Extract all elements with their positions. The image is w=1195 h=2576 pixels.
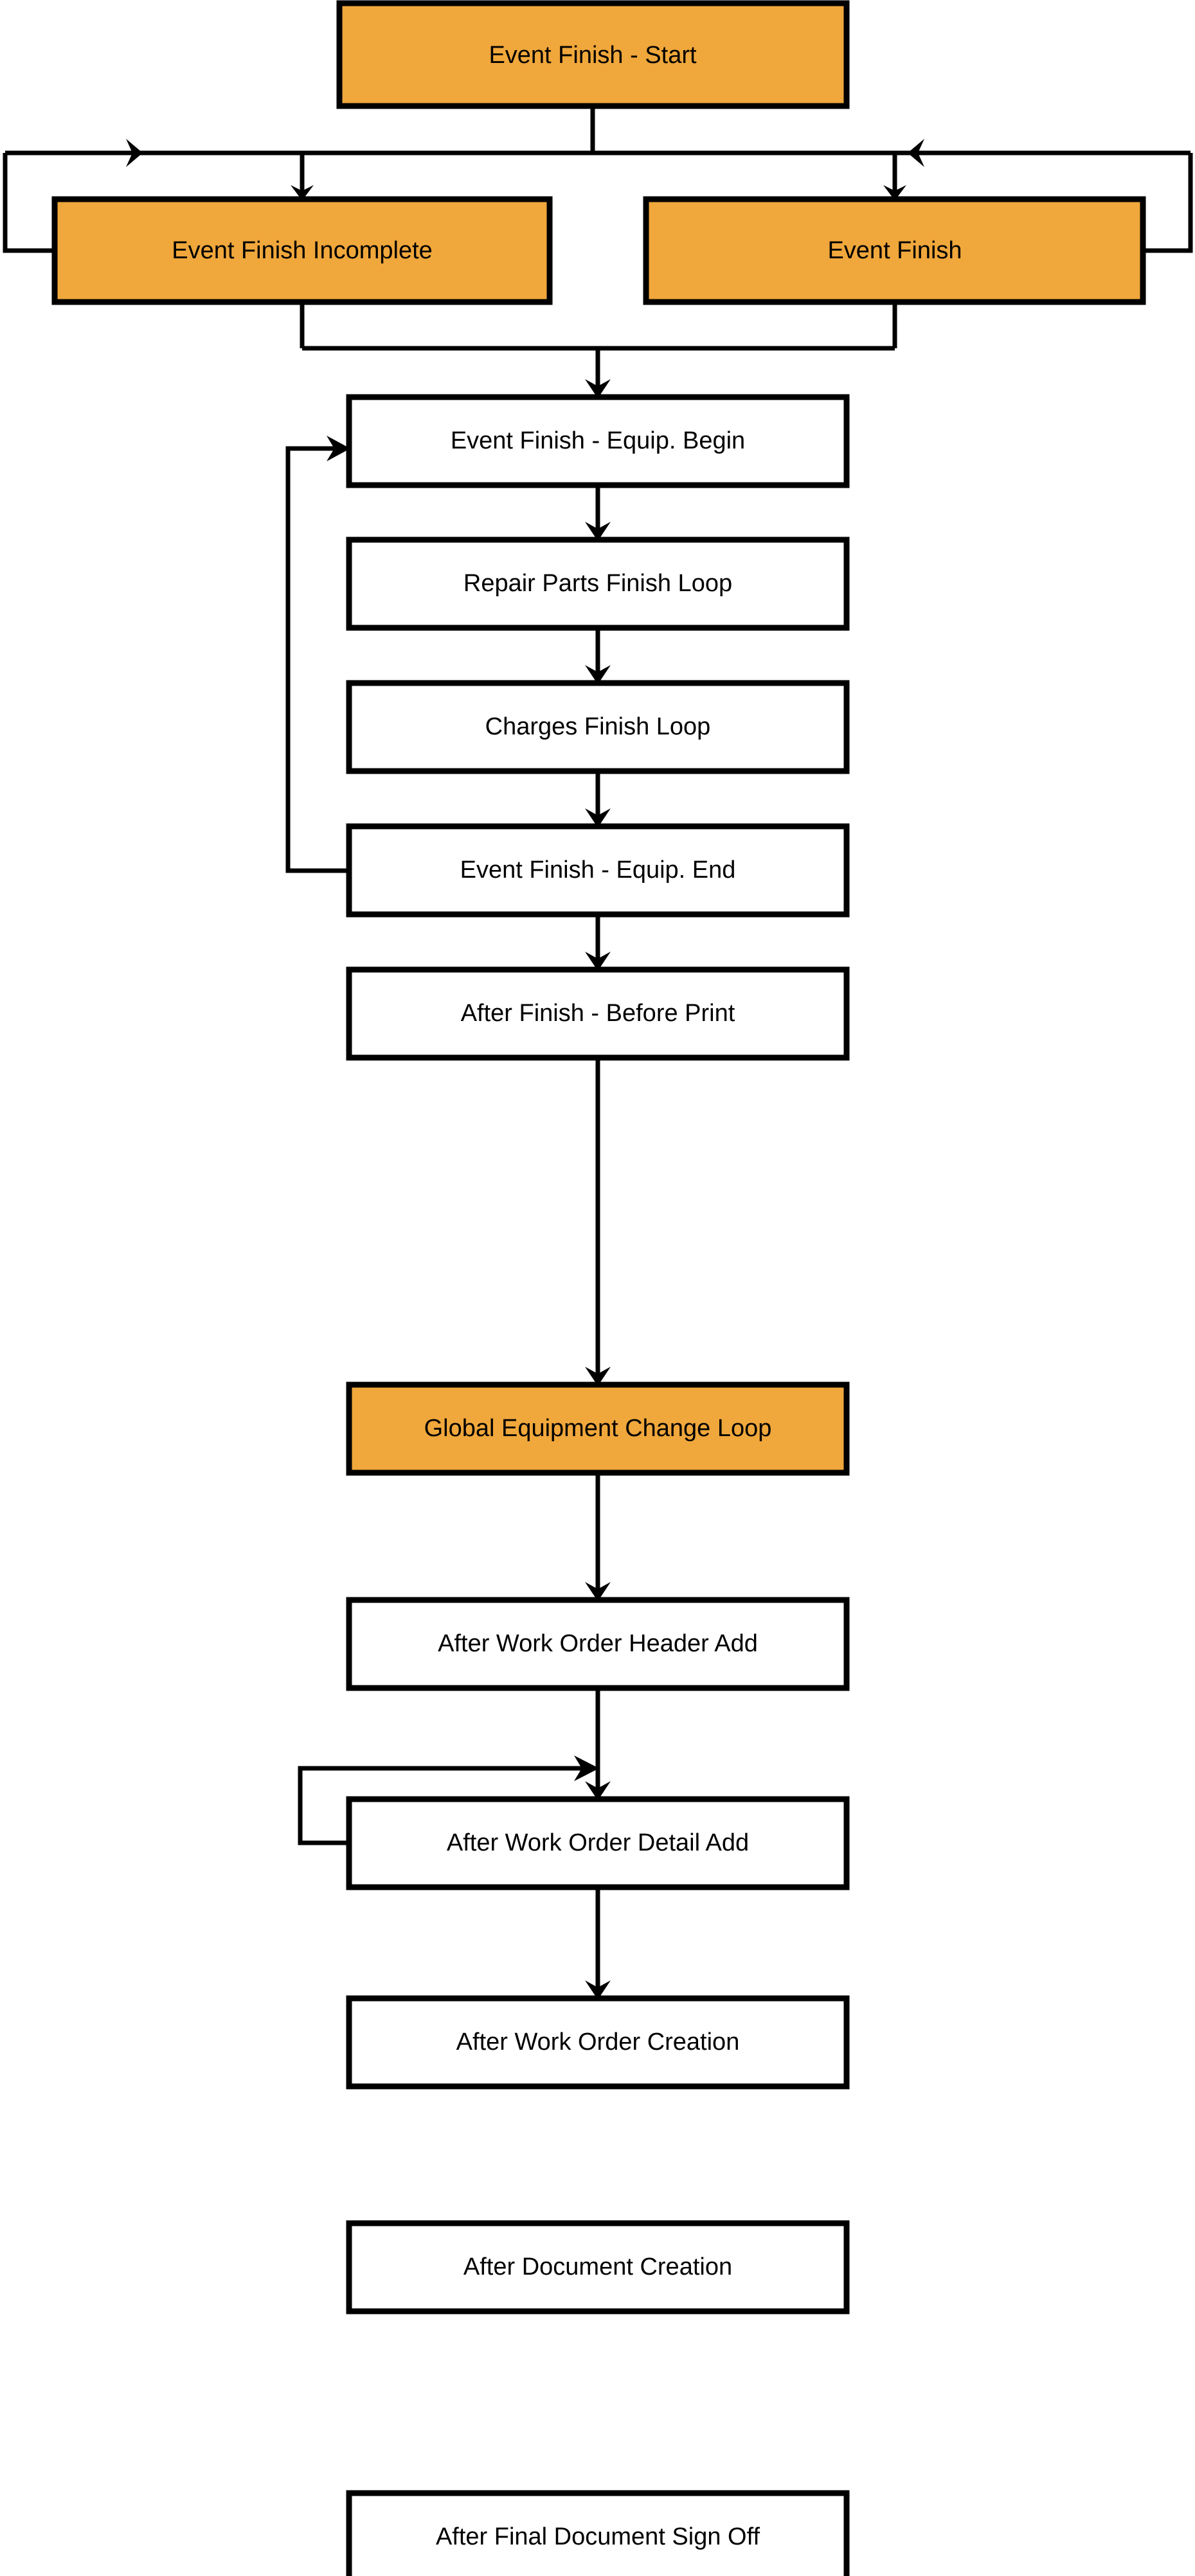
arrowhead-equip-begin-to-repair xyxy=(585,522,611,541)
arrowhead-before-print-to-global xyxy=(585,1367,611,1386)
arrowhead-equip-end-to-before-print xyxy=(585,952,611,971)
node-event-finish-incomplete[interactable]: Event Finish Incomplete xyxy=(51,196,553,305)
edge-equip-end-loopback xyxy=(285,446,349,873)
node-after-final-document-sign-off[interactable]: After Final Document Sign Off xyxy=(346,2490,850,2576)
node-after-finish-before-print[interactable]: After Finish - Before Print xyxy=(346,966,850,1061)
arrowhead-detail-add-loopback xyxy=(574,1755,599,1781)
arrowhead-detail-add-to-creation xyxy=(585,1980,611,2000)
node-shape-repair-parts-finish-loop[interactable] xyxy=(346,537,850,631)
node-event-finish-equip-begin[interactable]: Event Finish - Equip. Begin xyxy=(346,394,850,488)
node-after-work-order-header-add[interactable]: After Work Order Header Add xyxy=(346,1597,850,1691)
arrowhead-header-add-to-detail-add xyxy=(585,1781,611,1800)
node-shape-event-finish-incomplete[interactable] xyxy=(51,196,553,305)
node-shape-event-finish-start[interactable] xyxy=(336,0,850,109)
node-shape-after-work-order-header-add[interactable] xyxy=(346,1597,850,1691)
node-shape-event-finish-equip-end[interactable] xyxy=(346,823,850,918)
node-after-work-order-detail-add[interactable]: After Work Order Detail Add xyxy=(346,1796,850,1890)
node-event-finish-start[interactable]: Event Finish - Start xyxy=(336,0,850,109)
arrowhead-repair-to-charges xyxy=(585,665,611,684)
arrowhead-equip-end-loopback xyxy=(327,436,350,461)
arrowhead-merge-to-equip-begin xyxy=(585,379,611,398)
node-after-document-creation[interactable]: After Document Creation xyxy=(346,2220,850,2314)
arrowhead-charges-to-equip-end xyxy=(585,808,611,828)
edge-incomplete-loopback xyxy=(3,153,55,253)
arrowhead-finish-loopback xyxy=(908,139,924,167)
arrowhead-global-to-header-add xyxy=(585,1582,611,1601)
node-event-finish-equip-end[interactable]: Event Finish - Equip. End xyxy=(346,823,850,918)
node-shape-after-final-document-sign-off[interactable] xyxy=(346,2490,850,2576)
arrowhead-split-to-incomplete xyxy=(291,185,314,200)
node-shape-event-finish[interactable] xyxy=(643,196,1146,305)
node-charges-finish-loop[interactable]: Charges Finish Loop xyxy=(346,680,850,774)
node-shape-event-finish-equip-begin[interactable] xyxy=(346,394,850,488)
arrowhead-incomplete-loopback xyxy=(126,139,143,167)
node-shape-charges-finish-loop[interactable] xyxy=(346,680,850,774)
node-shape-after-work-order-detail-add[interactable] xyxy=(346,1796,850,1890)
node-shape-after-work-order-creation[interactable] xyxy=(346,1995,850,2090)
node-after-work-order-creation[interactable]: After Work Order Creation xyxy=(346,1995,850,2090)
edge-detail-add-loopback xyxy=(298,1766,582,1845)
node-shape-global-equipment-change-loop[interactable] xyxy=(346,1381,850,1476)
edge-finish-loopback xyxy=(1143,153,1193,253)
arrowhead-split-to-finish xyxy=(883,185,906,200)
node-shape-after-document-creation[interactable] xyxy=(346,2220,850,2314)
node-global-equipment-change-loop[interactable]: Global Equipment Change Loop xyxy=(346,1381,850,1476)
edge-layer xyxy=(3,106,1193,2000)
node-event-finish[interactable]: Event Finish xyxy=(643,196,1146,305)
node-repair-parts-finish-loop[interactable]: Repair Parts Finish Loop xyxy=(346,537,850,631)
node-shape-after-finish-before-print[interactable] xyxy=(346,966,850,1061)
